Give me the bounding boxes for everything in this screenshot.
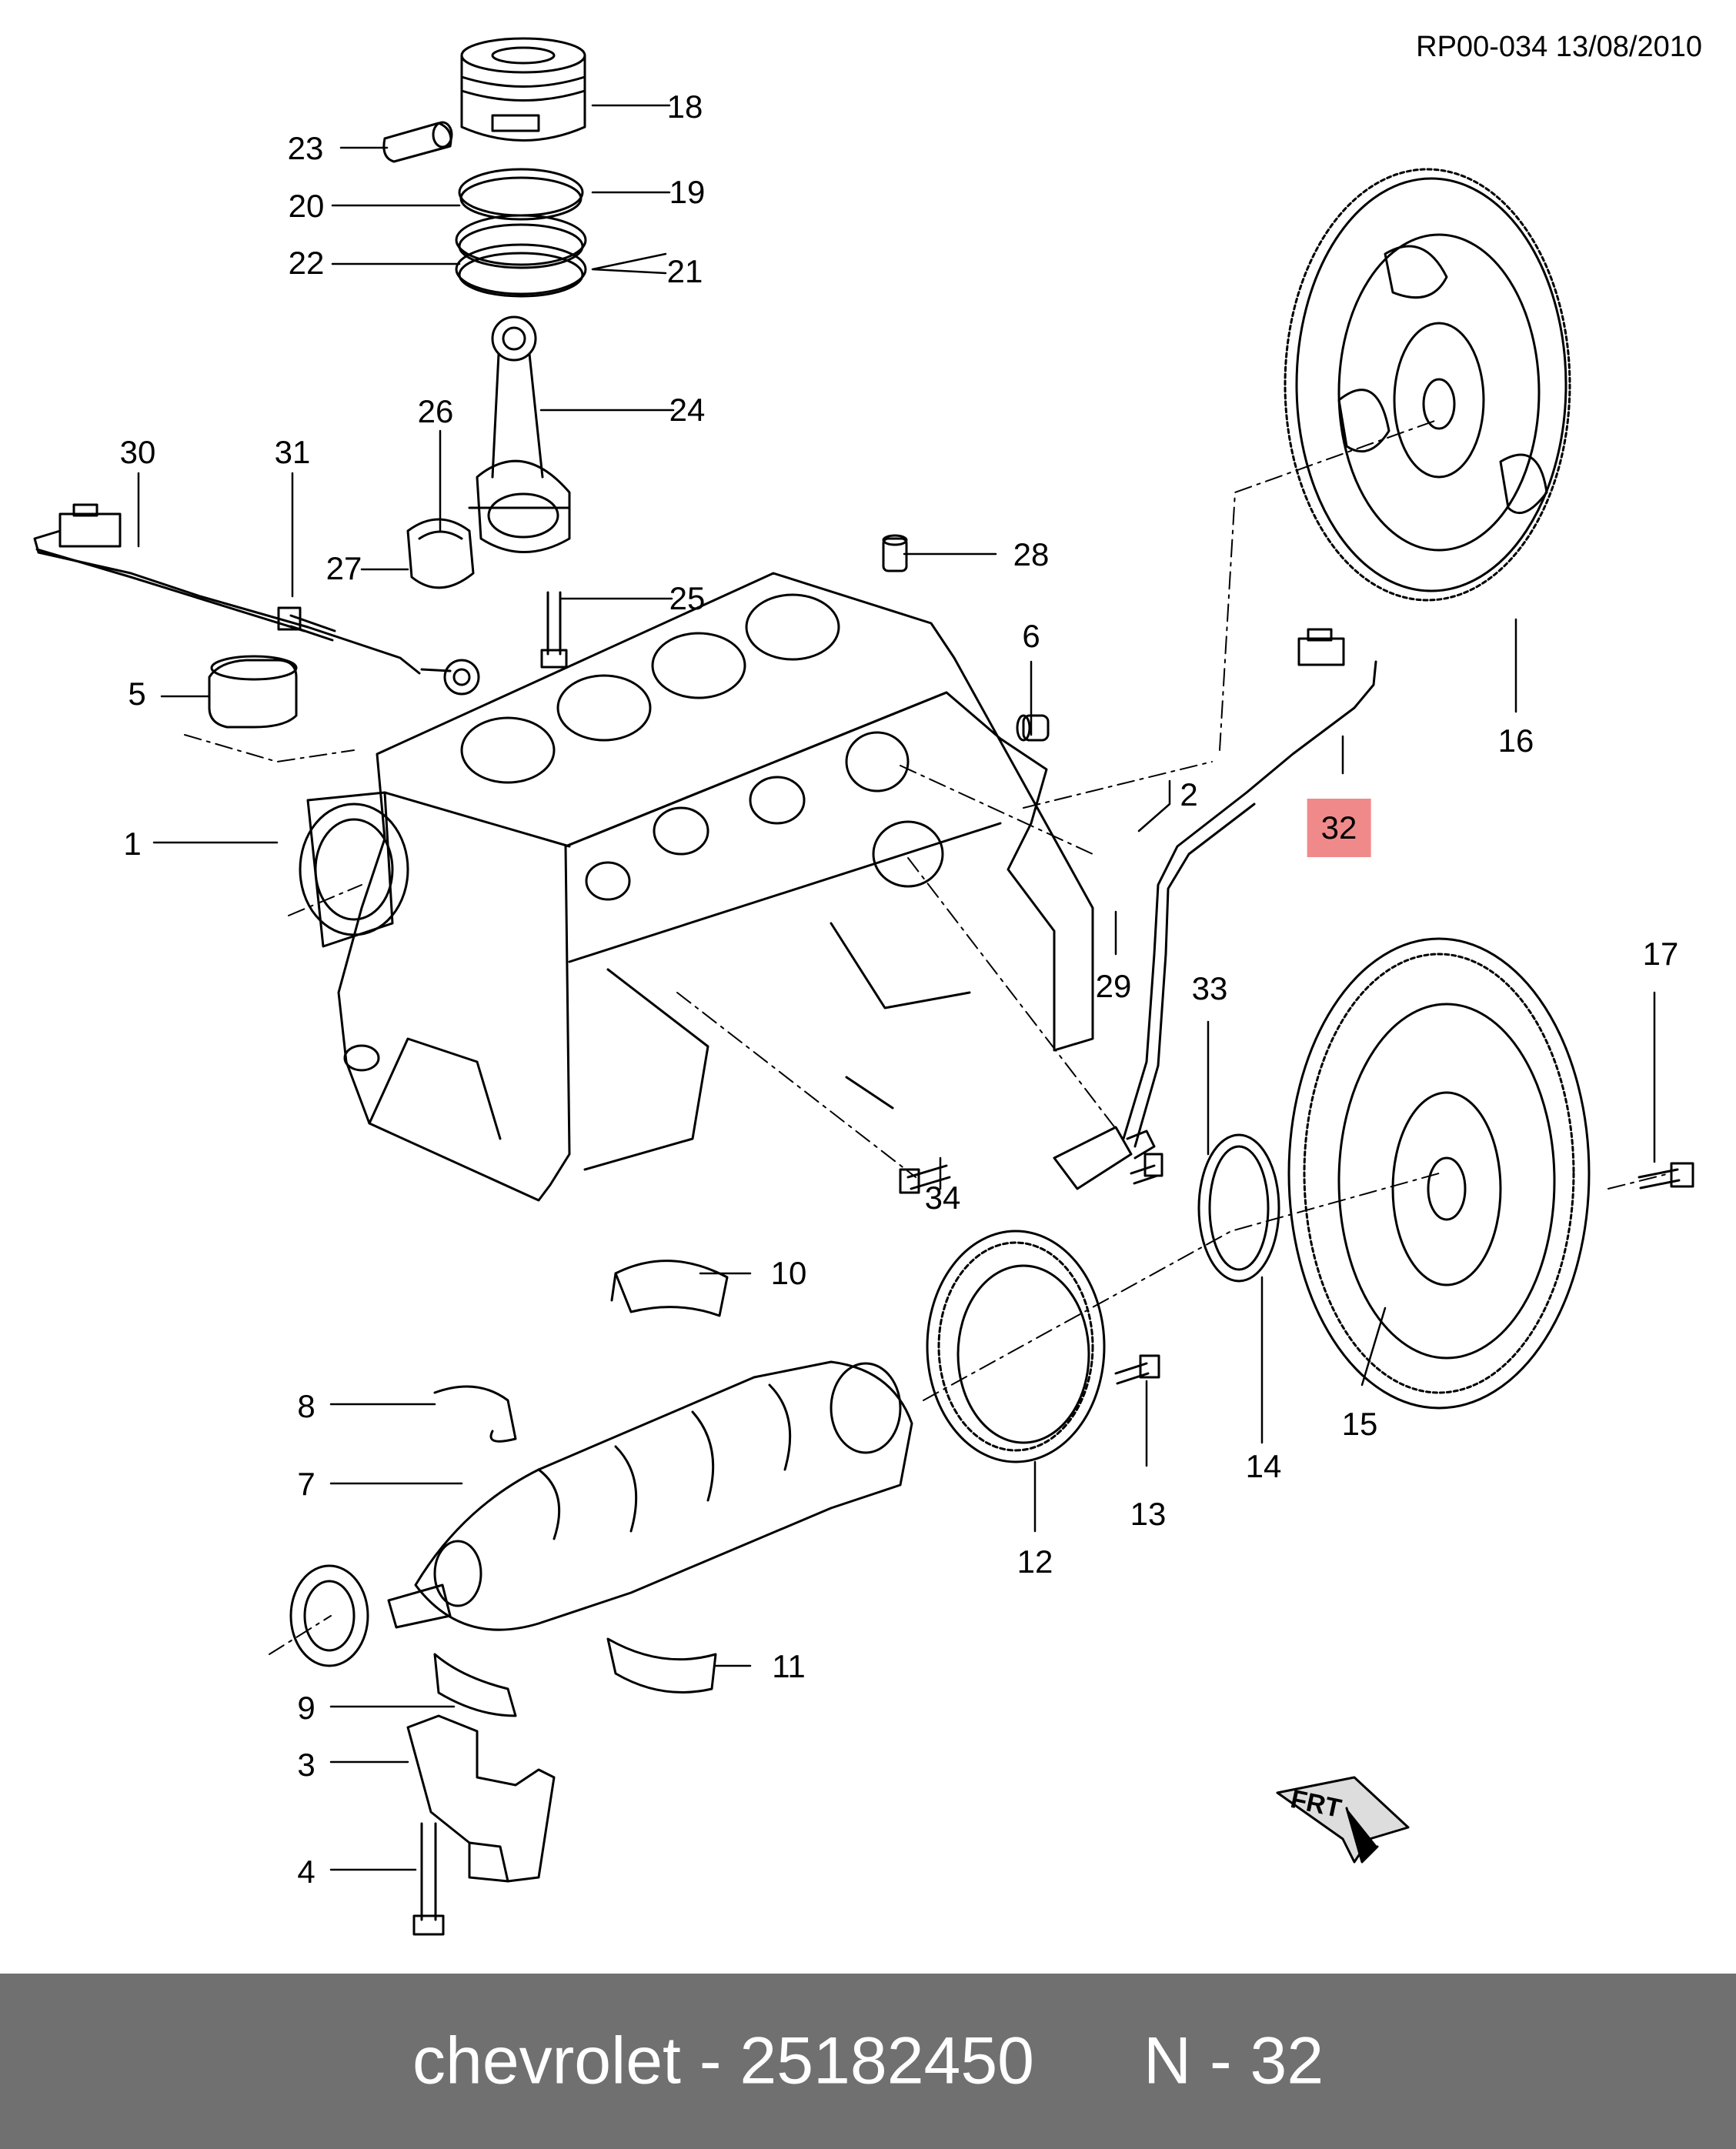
thrust-bearing-icon — [433, 1385, 517, 1443]
piston-pin-icon — [382, 121, 453, 163]
diagram-drawing — [33, 37, 1694, 1936]
callout-15: 15 — [1341, 1406, 1378, 1442]
callout-25: 25 — [669, 580, 706, 616]
crank-sensor-icon — [1053, 628, 1377, 1190]
piston-ring-icon — [455, 168, 587, 298]
thrust-bearing-lower-icon — [433, 1653, 517, 1717]
leader-lines — [137, 104, 1656, 1871]
centerlines — [184, 419, 1671, 1655]
callout-9: 9 — [297, 1690, 315, 1726]
callout-7: 7 — [297, 1466, 315, 1502]
upper-main-bearing-icon — [610, 1260, 729, 1317]
footer-bar: chevrolet - 25182450 N - 32 — [0, 1974, 1736, 2149]
connecting-rod-icon — [468, 315, 571, 553]
callout-2: 2 — [1180, 776, 1198, 813]
callout-18: 18 — [666, 88, 703, 125]
callout-10: 10 — [770, 1255, 807, 1291]
parts-diagram: RP00-034 13/08/2010 18 23 19 20 22 21 24… — [33, 31, 1702, 1936]
callout-22: 22 — [288, 245, 325, 281]
callout-4: 4 — [297, 1854, 315, 1890]
callout-33: 33 — [1191, 970, 1228, 1006]
callout-12: 12 — [1017, 1543, 1053, 1580]
callout-30: 30 — [119, 434, 156, 470]
front-seal-icon — [289, 1564, 369, 1667]
oil-seal-icon — [1197, 1133, 1280, 1283]
callout-34: 34 — [924, 1180, 961, 1216]
rod-bolt-icon — [540, 591, 568, 669]
callout-13: 13 — [1130, 1496, 1167, 1532]
callout-24: 24 — [669, 392, 706, 428]
callout-26: 26 — [417, 393, 454, 429]
crankshaft-icon — [387, 1360, 913, 1631]
callout-3: 3 — [297, 1747, 315, 1783]
callout-21: 21 — [666, 253, 703, 289]
plug-icon — [1016, 714, 1050, 742]
reluctor-bolt-icon — [1114, 1354, 1160, 1385]
callout-17: 17 — [1642, 936, 1679, 972]
callout-16: 16 — [1497, 722, 1534, 759]
callout-20: 20 — [288, 188, 325, 224]
main-bearing-cap-icon — [406, 1714, 556, 1883]
callout-19: 19 — [669, 174, 706, 210]
front-arrow-icon — [1276, 1776, 1410, 1864]
document-reference: RP00-034 13/08/2010 — [1416, 31, 1702, 63]
callout-23: 23 — [287, 130, 324, 166]
cylinder-block-icon — [299, 572, 1094, 1202]
callout-29: 29 — [1095, 968, 1132, 1004]
callout-28: 28 — [1013, 536, 1050, 572]
flywheel-icon — [1284, 168, 1571, 602]
callout-32-highlighted: 32 — [1307, 799, 1371, 857]
callout-31: 31 — [274, 434, 311, 470]
oil-filter-icon — [208, 655, 298, 729]
reluctor-ring-icon — [926, 1230, 1106, 1463]
lower-main-bearing-icon — [606, 1637, 717, 1694]
callout-11: 11 — [772, 1648, 806, 1684]
callout-6: 6 — [1022, 618, 1040, 654]
sensor-bolt-icon — [1130, 1153, 1163, 1185]
main-bearing-bolt-icon — [412, 1822, 445, 1936]
drive-plate-icon — [1287, 937, 1591, 1410]
piston-icon — [460, 37, 586, 142]
dowel-pin-icon — [882, 534, 908, 572]
knock-sensor-icon — [33, 503, 480, 696]
callout-5: 5 — [128, 676, 146, 712]
knock-sensor-bolt-icon — [277, 606, 336, 642]
footer-reference: N - 32 — [1143, 2024, 1324, 2098]
callout-27: 27 — [326, 550, 362, 586]
footer-brand-part-number: chevrolet - 25182450 — [412, 2024, 1035, 2098]
callout-8: 8 — [297, 1388, 315, 1424]
flywheel-bolt-icon — [1638, 1162, 1694, 1190]
callout-1: 1 — [123, 826, 142, 862]
callout-14: 14 — [1245, 1448, 1282, 1484]
